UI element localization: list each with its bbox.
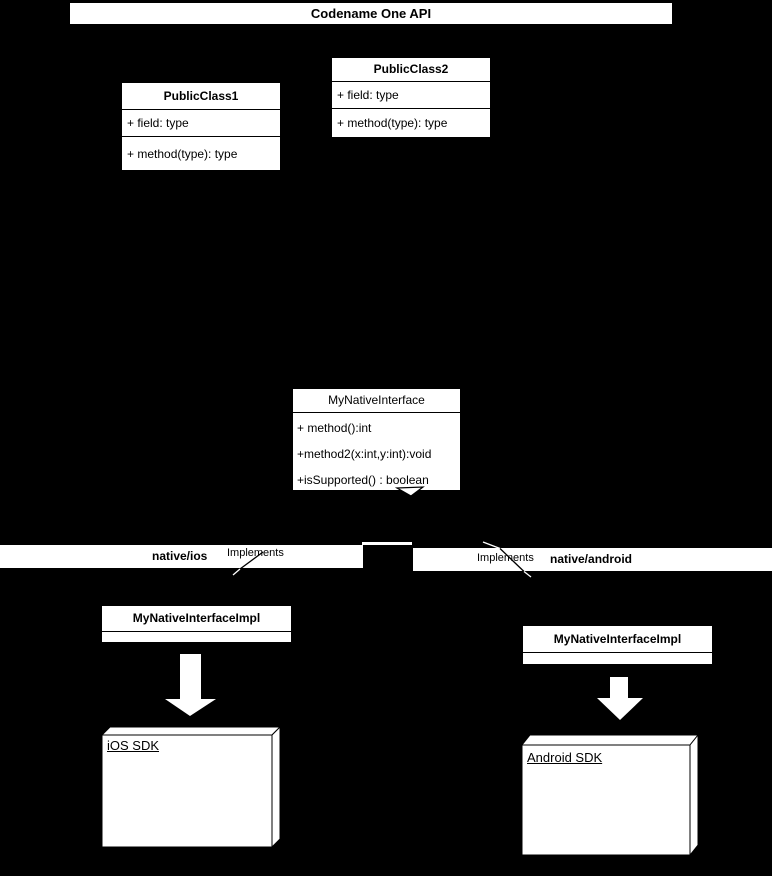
- class-mynativeinterfaceimpl-android: MyNativeInterfaceImpl: [522, 625, 713, 665]
- class-member-row: + method(type): type: [122, 136, 280, 170]
- implements-label: Implements: [227, 547, 284, 559]
- package-bar-native-android: Implements native/android: [413, 548, 772, 571]
- node-3d-shape: [520, 733, 700, 857]
- empty-compartment: [102, 631, 291, 643]
- node-3d-shape: [100, 725, 282, 849]
- class-member-row: + field: type: [122, 109, 280, 136]
- class-title: MyNativeInterfaceImpl: [132, 611, 261, 625]
- interface-mynativeinterface: MyNativeInterface + method():int +method…: [292, 388, 461, 491]
- connector-sliver: [362, 542, 412, 545]
- api-header-bar: Codename One API: [70, 3, 672, 24]
- implements-connector: [523, 570, 532, 578]
- down-arrow-icon: [165, 699, 216, 716]
- package-bar-native-ios: native/ios Implements: [0, 545, 363, 568]
- package-name: native/android: [550, 552, 633, 566]
- interface-method-row: +method2(x:int,y:int):void: [297, 447, 432, 461]
- empty-compartment: [523, 652, 712, 665]
- class-member-row: + field: type: [332, 81, 490, 108]
- package-name: native/ios: [152, 549, 208, 563]
- interface-method-row: + method():int: [297, 421, 372, 435]
- class-title: PublicClass1: [163, 89, 239, 103]
- api-header-title: Codename One API: [310, 6, 432, 21]
- node-label: Android SDK: [527, 750, 603, 765]
- class-member-row: + method(type): type: [332, 108, 490, 137]
- down-arrow-shaft: [610, 677, 628, 699]
- node-ios-sdk: iOS SDK: [94, 720, 288, 854]
- interface-method-row: +isSupported() : boolean: [297, 473, 429, 487]
- down-arrow-shaft: [180, 654, 201, 700]
- class-publicclass1: PublicClass1 + field: type + method(type…: [121, 82, 281, 171]
- node-android-sdk: Android SDK: [514, 728, 706, 862]
- interface-title: MyNativeInterface: [328, 393, 425, 407]
- class-title: MyNativeInterfaceImpl: [553, 632, 682, 646]
- down-arrow-icon: [597, 698, 643, 720]
- interface-methods: + method():int +method2(x:int,y:int):voi…: [293, 412, 460, 493]
- class-mynativeinterfaceimpl-ios: MyNativeInterfaceImpl: [101, 605, 292, 643]
- class-publicclass2: PublicClass2 + field: type + method(type…: [331, 57, 491, 138]
- implements-label: Implements: [477, 552, 534, 564]
- implements-connector: [232, 568, 241, 576]
- class-title: PublicClass2: [373, 62, 449, 76]
- node-label: iOS SDK: [107, 738, 160, 753]
